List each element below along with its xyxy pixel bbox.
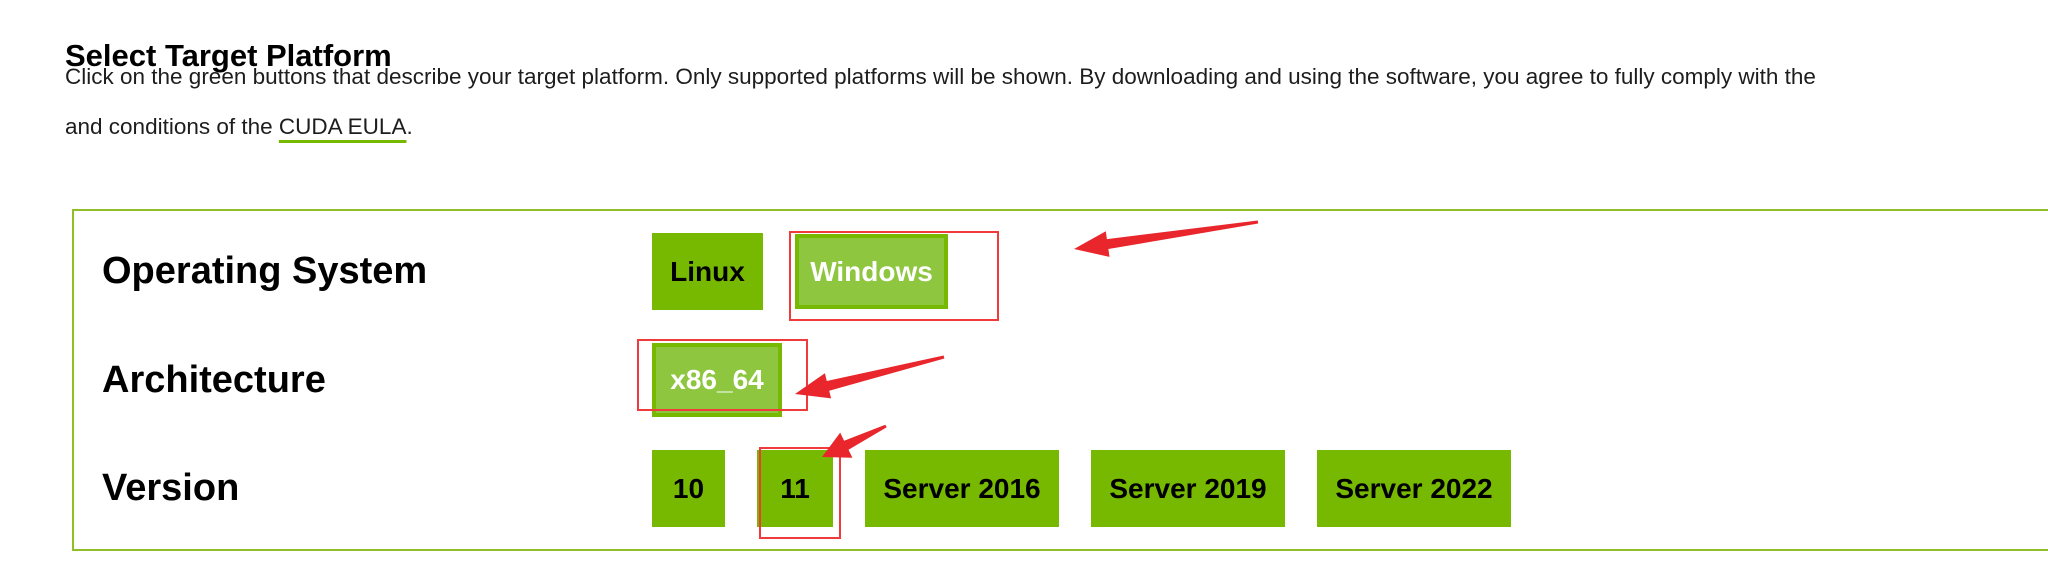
architecture-label: Architecture bbox=[102, 358, 326, 401]
operating-system-label: Operating System bbox=[102, 250, 428, 292]
description-line-2: and conditions of the CUDA EULA. bbox=[65, 102, 1816, 152]
os-option-windows[interactable]: Windows bbox=[795, 234, 948, 309]
version-label: Version bbox=[102, 467, 240, 509]
os-option-linux[interactable]: Linux bbox=[652, 233, 763, 310]
operating-system-options: Linux Windows bbox=[652, 233, 948, 310]
architecture-options: x86_64 bbox=[652, 343, 782, 417]
platform-selector-box: Operating System Linux Windows Architectu… bbox=[72, 209, 2048, 551]
version-option-10[interactable]: 10 bbox=[652, 450, 725, 527]
version-option-server-2022[interactable]: Server 2022 bbox=[1317, 450, 1511, 527]
cuda-eula-link[interactable]: CUDA EULA bbox=[278, 114, 407, 139]
description-line-2-prefix: and conditions of the bbox=[65, 114, 279, 139]
version-option-11[interactable]: 11 bbox=[757, 450, 833, 527]
architecture-option-x86-64[interactable]: x86_64 bbox=[652, 343, 782, 417]
page-title: Select Target Platform bbox=[65, 37, 392, 73]
version-row: Version 10 11 Server 2016 Server 2019 Server… bbox=[74, 450, 2048, 527]
version-option-server-2019[interactable]: Server 2019 bbox=[1091, 450, 1285, 527]
description-paragraph: Click on the green buttons that describe… bbox=[65, 52, 1816, 152]
version-option-server-2016[interactable]: Server 2016 bbox=[865, 450, 1059, 527]
architecture-row: Architecture x86_64 bbox=[74, 343, 2048, 417]
description-line-2-suffix: . bbox=[406, 114, 413, 139]
operating-system-row: Operating System Linux Windows bbox=[74, 233, 2048, 310]
version-options: 10 11 Server 2016 Server 2019 Server 2022 bbox=[652, 450, 1511, 527]
description-line-1: Click on the green buttons that describe… bbox=[65, 64, 1816, 89]
